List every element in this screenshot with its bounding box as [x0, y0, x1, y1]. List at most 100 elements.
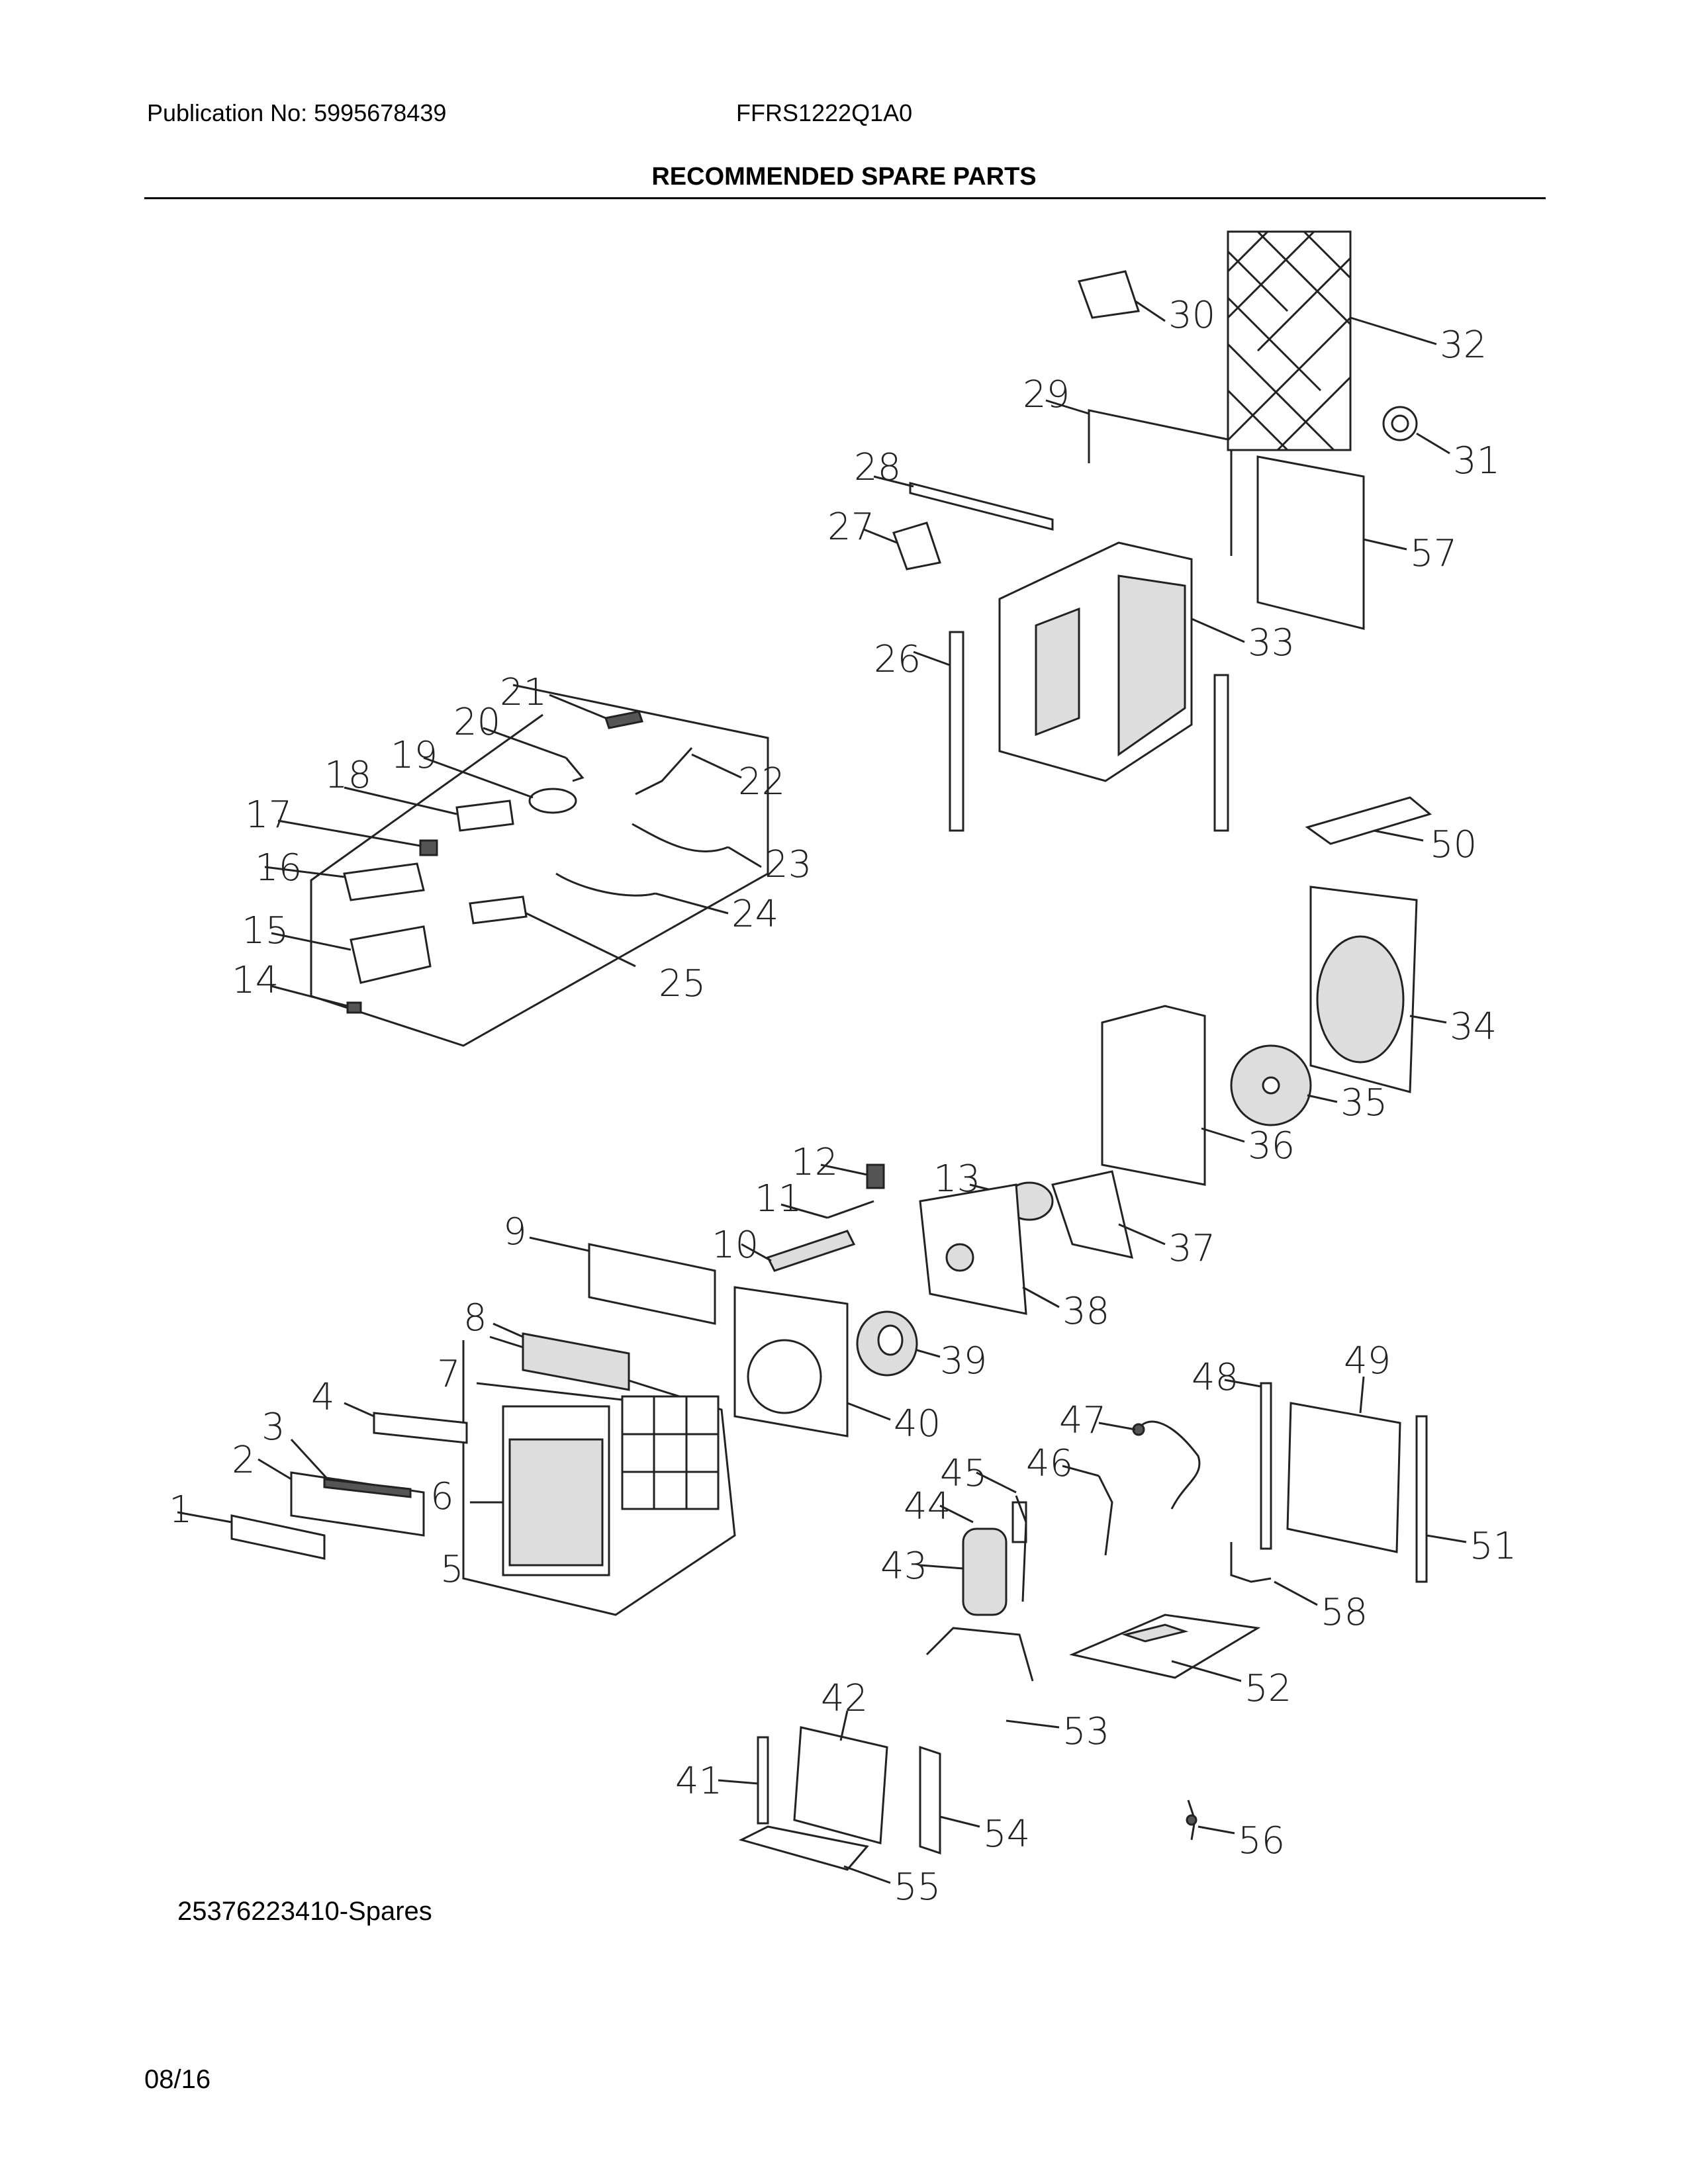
part-38-evaporator-cover: [919, 1183, 1060, 1315]
callout-label-48: 48: [1192, 1356, 1239, 1399]
part-51-tube-sheet: [1415, 1415, 1467, 1583]
part-4-trim-strip: [344, 1402, 468, 1444]
callout-label-41: 41: [675, 1760, 722, 1803]
callout-label-2: 2: [232, 1439, 256, 1482]
callout-label-35: 35: [1340, 1081, 1387, 1124]
callout-label-51: 51: [1470, 1525, 1517, 1568]
part-41-tube-sheet: [718, 1736, 769, 1825]
callout-label-12: 12: [791, 1141, 838, 1184]
callout-label-56: 56: [1238, 1819, 1285, 1862]
part-1-control-panel: [177, 1511, 326, 1560]
part-19-capacitor: [423, 756, 577, 814]
callout-label-14: 14: [232, 959, 279, 1002]
part-47-tubing: [1098, 1420, 1201, 1510]
part-24-wire-harness: [555, 872, 729, 915]
part-25-board: [469, 895, 636, 968]
callout-label-36: 36: [1248, 1124, 1295, 1167]
callout-label-24: 24: [731, 893, 778, 936]
callout-label-40: 40: [894, 1402, 941, 1445]
part-57-side-panel: [1256, 455, 1407, 630]
part-39-blower-wheel: [856, 1310, 941, 1377]
callout-label-52: 52: [1244, 1667, 1291, 1710]
part-29-frame-gasket: [1045, 399, 1233, 556]
callout-label-32: 32: [1440, 324, 1487, 367]
callout-label-6: 6: [430, 1475, 454, 1518]
part-56-valve: [1186, 1799, 1235, 1841]
part-3-display-strip: [290, 1438, 412, 1498]
callout-label-22: 22: [738, 760, 785, 803]
part-30-bracket: [1078, 270, 1166, 322]
publication-number: Publication No: 5995678439: [147, 99, 447, 126]
part-36-bulkhead: [1101, 1005, 1245, 1186]
callout-label-42: 42: [821, 1677, 868, 1720]
part-45-capillary: [976, 1471, 1027, 1602]
callout-label-37: 37: [1168, 1227, 1215, 1270]
callout-label-58: 58: [1321, 1591, 1368, 1634]
part-54-side-bracket: [919, 1745, 980, 1855]
part-27-bracket: [863, 522, 941, 570]
callout-label-34: 34: [1450, 1005, 1497, 1048]
callout-label-19: 19: [391, 734, 438, 777]
callout-label-21: 21: [500, 671, 547, 714]
part-7-air-filter: [476, 1382, 720, 1510]
part-35-condenser-fan: [1230, 1044, 1338, 1126]
callout-label-18: 18: [324, 754, 371, 797]
part-49-evaporator-coil: [1286, 1376, 1401, 1553]
part-10-bracket: [741, 1230, 856, 1272]
callout-label-17: 17: [245, 794, 292, 837]
callout-label-1: 1: [169, 1488, 193, 1531]
spares-code: 25376223410-Spares: [177, 1897, 432, 1926]
part-32-rear-grille: [1227, 230, 1437, 451]
callout-label-20: 20: [453, 701, 500, 744]
part-42-condenser-coil: [793, 1710, 888, 1844]
part-16-cover-plate: [264, 862, 425, 901]
part-26-side-seal: [913, 631, 964, 832]
callout-label-26: 26: [874, 638, 921, 681]
callout-label-47: 47: [1059, 1399, 1106, 1442]
callout-label-4: 4: [311, 1376, 335, 1419]
part-31-drain-coil: [1382, 406, 1450, 455]
part-28-top-seal: [873, 475, 1054, 531]
part-6-front-grille: [470, 1405, 610, 1576]
callout-label-28: 28: [854, 446, 901, 489]
part-9-air-duct: [529, 1236, 716, 1325]
callout-label-3: 3: [261, 1406, 285, 1449]
part-55-drain-pan: [738, 1825, 891, 1884]
callout-label-29: 29: [1023, 373, 1070, 416]
callout-label-54: 54: [983, 1813, 1030, 1856]
part-12-switch: [820, 1163, 885, 1189]
callout-label-45: 45: [940, 1452, 987, 1495]
part-52-base-pan: [1069, 1614, 1261, 1682]
callout-label-16: 16: [255, 846, 302, 889]
part-18-pcb: [344, 786, 514, 832]
part-48-tube-sheet: [1224, 1379, 1272, 1550]
title-rule: [144, 197, 1546, 199]
callout-label-15: 15: [242, 909, 289, 952]
callout-label-44: 44: [904, 1485, 951, 1528]
callout-label-30: 30: [1168, 294, 1215, 337]
callout-label-27: 27: [827, 506, 874, 549]
callout-label-39: 39: [940, 1340, 987, 1383]
part-17-relay: [277, 819, 438, 856]
callout-label-5: 5: [440, 1548, 464, 1591]
callout-label-43: 43: [880, 1545, 927, 1588]
callout-label-50: 50: [1430, 823, 1477, 866]
callout-label-33: 33: [1248, 621, 1295, 664]
callout-label-38: 38: [1062, 1290, 1109, 1333]
part-33-cabinet: [998, 541, 1245, 782]
part-15-control-box: [271, 925, 432, 984]
part-50-mounting-plate: [1305, 796, 1432, 845]
part-34-condenser-shroud: [1309, 886, 1447, 1093]
callout-label-7: 7: [437, 1353, 461, 1396]
callout-label-55: 55: [894, 1866, 941, 1909]
callout-label-11: 11: [755, 1177, 802, 1220]
part-14-clip: [271, 985, 362, 1014]
callout-label-49: 49: [1344, 1340, 1391, 1383]
callout-label-31: 31: [1453, 439, 1500, 482]
callout-label-13: 13: [933, 1158, 980, 1201]
part-22-power-cord: [635, 747, 742, 796]
part-43-compressor: [919, 1527, 1008, 1616]
callout-label-8: 8: [463, 1297, 487, 1340]
